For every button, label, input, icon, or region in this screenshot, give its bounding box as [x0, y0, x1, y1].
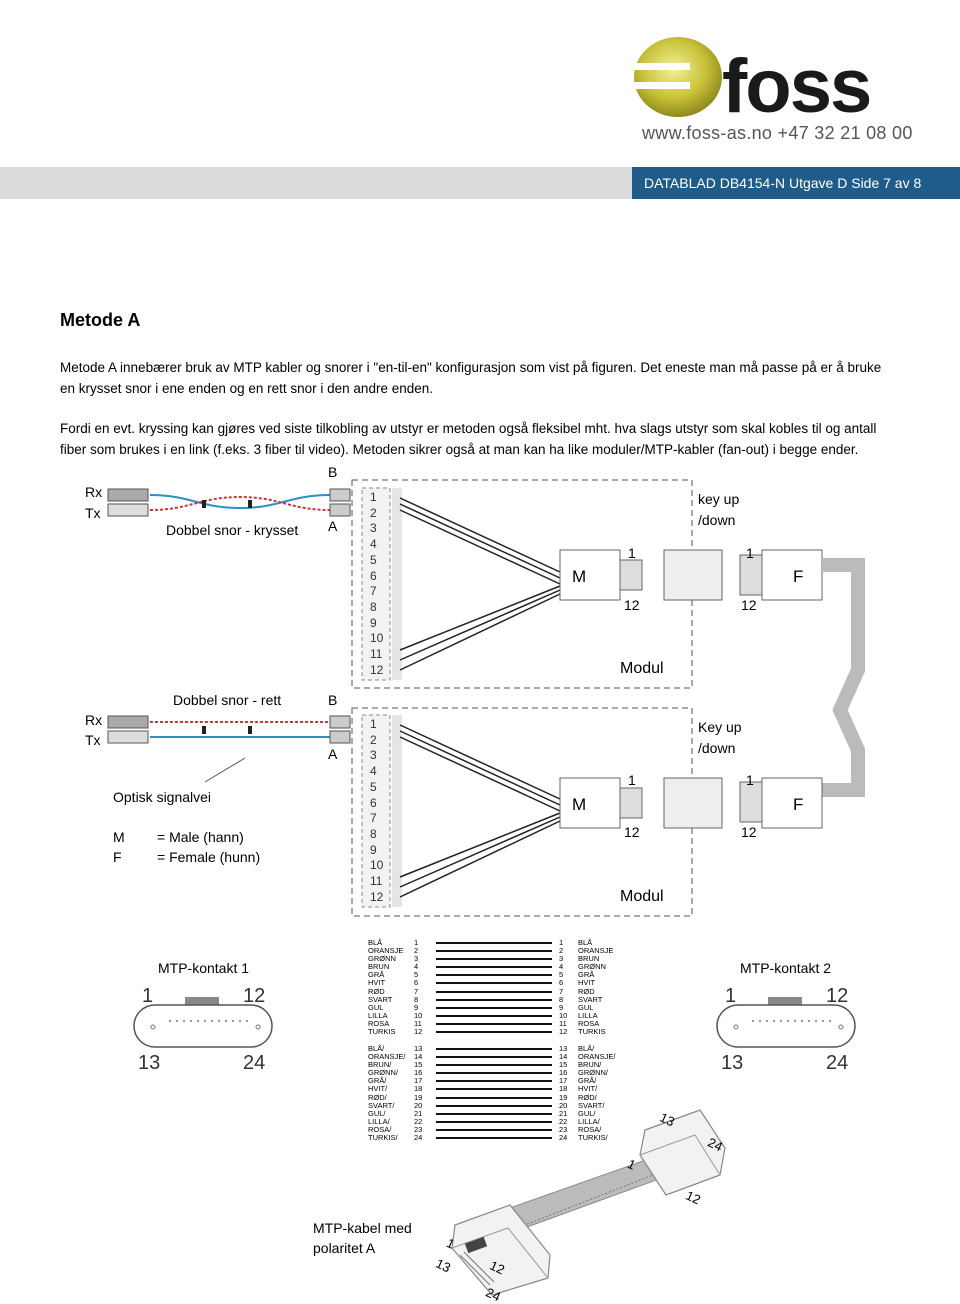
header-gray-band [0, 167, 632, 199]
bottom-m-12: 12 [624, 824, 640, 840]
top-f-12: 12 [741, 597, 757, 613]
top-modul: Modul [620, 660, 664, 677]
bottom-port-column [361, 714, 402, 908]
paragraph-2: Fordi en evt. kryssing kan gjøres ved si… [60, 421, 877, 457]
bottom-b: B [328, 692, 338, 708]
datasheet-label: DATABLAD DB4154-N Utgave D Side 7 av 8 [632, 167, 960, 199]
top-m-1: 1 [628, 545, 636, 561]
legend-m: M [113, 829, 125, 845]
signal-label: Optisk signalvei [113, 789, 212, 805]
top-f-box [761, 549, 823, 601]
top-f: F [793, 567, 804, 586]
mtp-2-n13: 13 [721, 1052, 744, 1074]
bottom-a: A [328, 746, 338, 762]
mtp-trunk-cable [822, 558, 865, 797]
mtp-1-n13: 13 [138, 1052, 161, 1074]
bottom-m-box [559, 777, 621, 829]
mtp-1-n24: 24 [243, 1052, 266, 1074]
fiber-mapping-lines [436, 942, 552, 1139]
mtp-2-title: MTP-kontakt 2 [740, 960, 832, 976]
mtp-1-title: MTP-kontakt 1 [158, 960, 250, 976]
legend-f-desc: = Female (hunn) [157, 849, 261, 865]
bottom-tx: Tx [85, 732, 101, 748]
signal-pointer [204, 757, 246, 783]
top-fanout [399, 497, 561, 671]
top-tx: Tx [85, 505, 101, 521]
top-b: B [328, 464, 338, 480]
section-title: Metode A [60, 310, 141, 330]
bottom-straight-cord [107, 715, 351, 744]
mtp-2-n1: 1 [725, 985, 737, 1007]
top-m-box [559, 549, 621, 601]
top-a: A [328, 518, 338, 534]
bottom-m: M [572, 795, 587, 814]
paragraph-1: Metode A innebærer bruk av MTP kabler og… [60, 360, 882, 396]
top-adapter [663, 549, 723, 601]
bottom-cord-label: Dobbel snor - rett [173, 692, 282, 708]
top-rx: Rx [85, 484, 103, 500]
mtp-1-connector [133, 997, 273, 1048]
page-header: foss www.foss-as.no +47 32 21 08 00 DATA… [0, 0, 960, 200]
top-crossed-cord [107, 488, 351, 517]
mtp-2-connector [716, 997, 856, 1048]
right-colors-bottom: BLÅ/ORANSJE/BRUN/GRØNN/GRÅ/HVIT/RØD/SVAR… [578, 1044, 616, 1143]
bottom-key: Key up [698, 719, 742, 735]
bottom-down: /down [698, 740, 736, 756]
top-m: M [572, 567, 587, 586]
bottom-m-1: 1 [628, 772, 636, 788]
mtp-1-n1: 1 [142, 985, 154, 1007]
method-a-diagram [107, 479, 865, 917]
mtp-cable-drawing [451, 1109, 726, 1296]
bottom-fanout [399, 724, 561, 898]
bottom-rx: Rx [85, 712, 103, 728]
bottom-modul: Modul [620, 888, 664, 905]
left-colors-bottom: BLÅ/ORANSJE/BRUN/GRØNN/GRÅ/HVIT/RØD/SVAR… [368, 1044, 406, 1143]
legend-m-desc: = Male (hann) [157, 829, 244, 845]
bottom-f-box [761, 777, 823, 829]
mtp-2-n24: 24 [826, 1052, 849, 1074]
bottom-adapter [663, 777, 723, 829]
mtp-1-n12: 12 [243, 985, 266, 1007]
mtp-2-n12: 12 [826, 985, 849, 1007]
top-f-1: 1 [746, 545, 754, 561]
top-key: key up [698, 491, 740, 507]
legend-f: F [113, 849, 122, 865]
foss-logo: foss [620, 37, 872, 125]
mtp-cable-label: MTP-kabel med polaritet A [313, 1220, 412, 1256]
top-cord-label: Dobbel snor - krysset [166, 522, 299, 538]
top-port-column [361, 487, 402, 681]
bottom-f-1: 1 [746, 772, 754, 788]
bottom-f-12: 12 [741, 824, 757, 840]
top-down: /down [698, 512, 736, 528]
contact-line: www.foss-as.no +47 32 21 08 00 [642, 123, 913, 143]
bottom-f: F [793, 795, 804, 814]
top-m-12: 12 [624, 597, 640, 613]
svg-text:foss: foss [722, 44, 870, 125]
